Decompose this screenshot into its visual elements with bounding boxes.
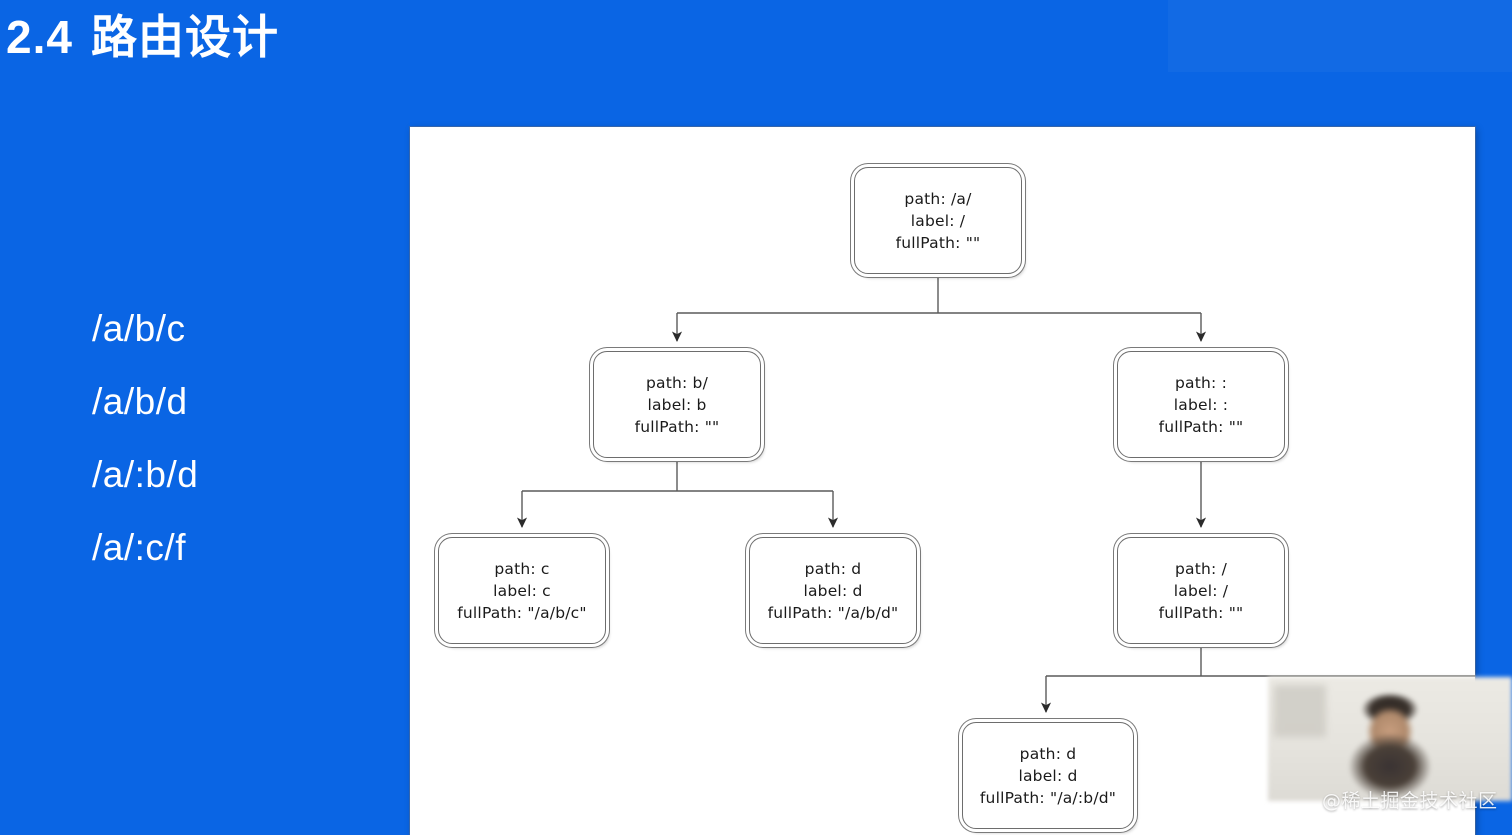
node-fullpath: fullPath: "/a/:b/d" [979,788,1117,807]
slide-title: 2.4 路由设计 [6,8,279,66]
decorative-band [1168,0,1512,72]
tree-node-b[interactable]: path: b/ label: b fullPath: "" [593,351,761,458]
slide-title-text: 路由设计 [90,11,279,63]
diagram-connectors [516,274,1475,714]
node-path: path: d [804,559,862,578]
route-tree-diagram-panel: path: /a/ label: / fullPath: "" path: b/… [410,127,1475,835]
webcam-background-blur [1274,685,1326,737]
node-fullpath: fullPath: "" [634,417,720,436]
tree-node-d-second[interactable]: path: d label: d fullPath: "/a/:b/d" [962,722,1134,829]
node-label: label: d [803,581,863,600]
node-fullpath: fullPath: "/a/b/d" [767,603,899,622]
tree-node-root[interactable]: path: /a/ label: / fullPath: "" [854,167,1022,274]
node-path: path: : [1174,373,1227,392]
node-label: label: / [910,211,966,230]
list-item: /a/b/d [92,381,188,422]
node-path: path: /a/ [904,189,972,208]
node-path: path: b/ [645,373,709,392]
tree-node-d-first[interactable]: path: d label: d fullPath: "/a/b/d" [749,537,917,644]
node-label: label: c [493,581,551,600]
tree-node-colon[interactable]: path: : label: : fullPath: "" [1117,351,1285,458]
slide-title-number: 2.4 [6,11,73,63]
node-label: label: / [1173,581,1229,600]
node-fullpath: fullPath: "" [1158,417,1244,436]
node-label: label: b [647,395,707,414]
list-item: /a/:b/d [92,454,199,495]
list-item: /a/b/c [92,308,186,349]
node-label: label: : [1173,395,1229,414]
node-label: label: d [1018,766,1078,785]
node-fullpath: fullPath: "/a/b/c" [457,603,587,622]
node-path: path: c [494,559,550,578]
node-path: path: / [1174,559,1227,578]
list-item: /a/:c/f [92,527,186,568]
route-path-list: /a/b/c /a/b/d /a/:b/d /a/:c/f [92,292,372,584]
node-fullpath: fullPath: "" [895,233,981,252]
watermark-text: @稀土掘金技术社区 [1322,790,1498,812]
node-fullpath: fullPath: "" [1158,603,1244,622]
webcam-video-overlay[interactable] [1268,677,1512,801]
tree-node-c[interactable]: path: c label: c fullPath: "/a/b/c" [438,537,606,644]
node-path: path: d [1019,744,1077,763]
tree-node-slash[interactable]: path: / label: / fullPath: "" [1117,537,1285,644]
